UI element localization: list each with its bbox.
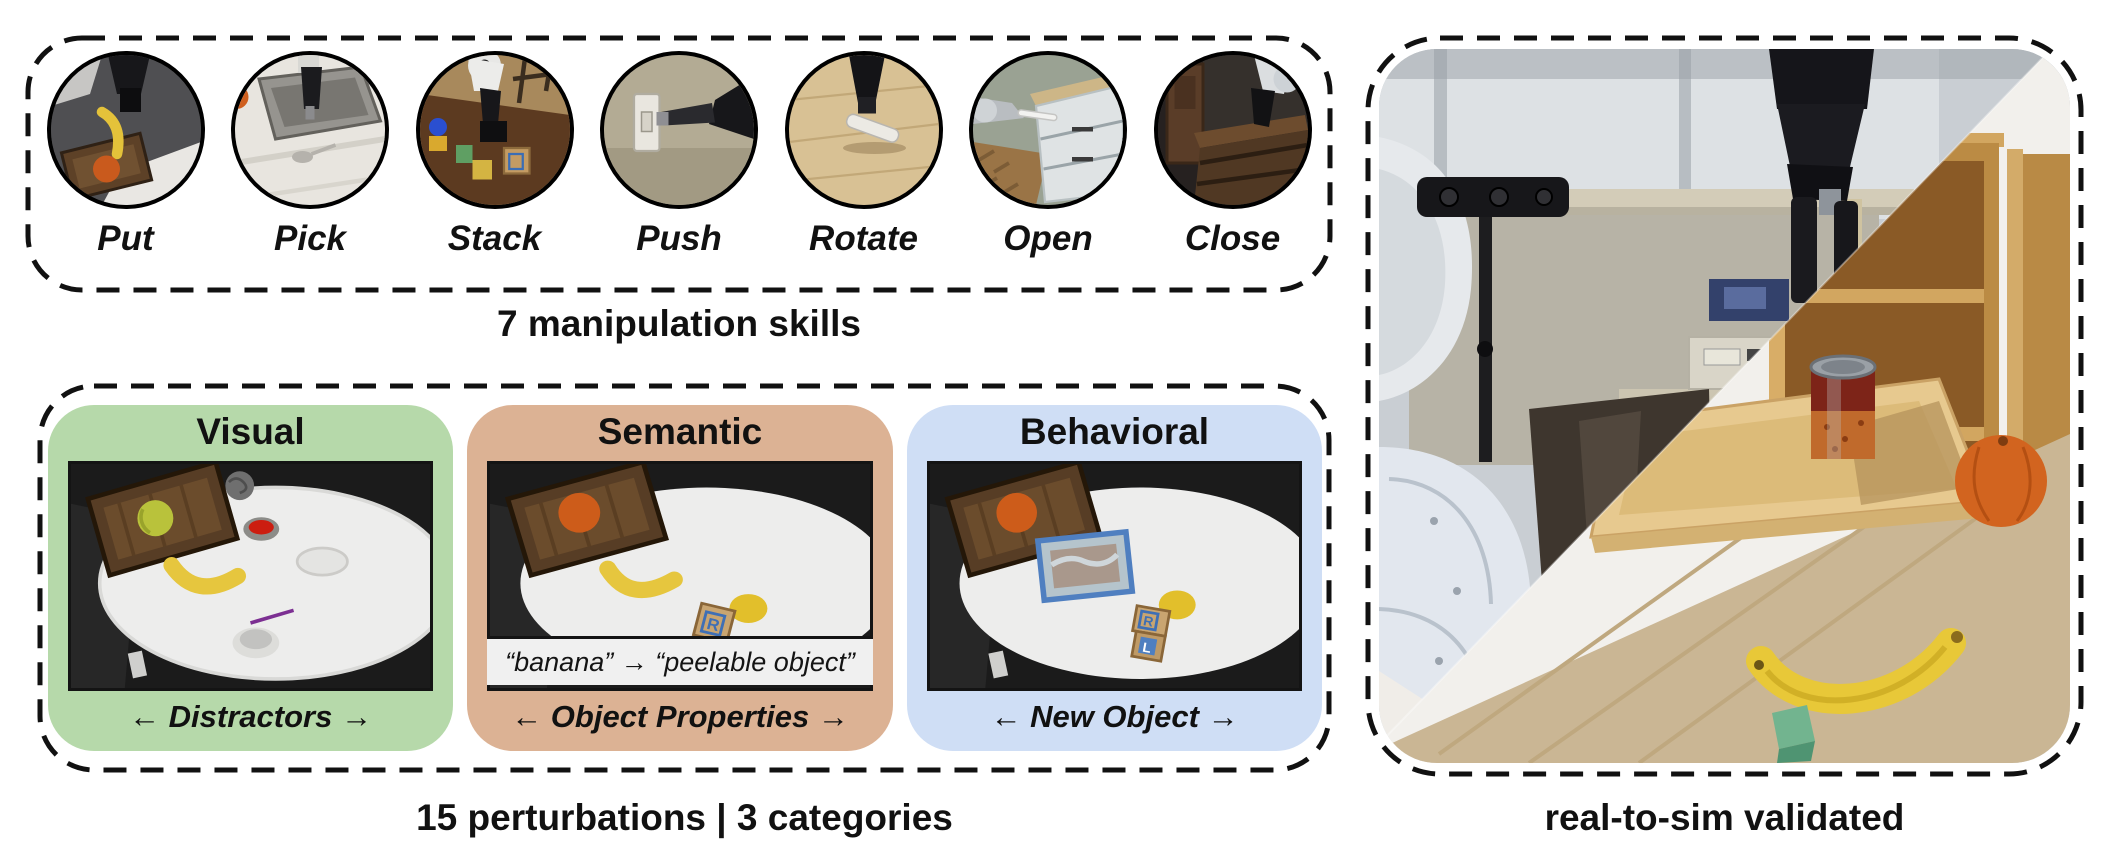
skill-pick: Pick [226, 51, 394, 259]
behavioral-scene-image: R L [927, 461, 1302, 691]
skill-label-put: Put [97, 219, 154, 258]
svg-text:R: R [705, 614, 722, 635]
real-to-sim-caption: real-to-sim validated [1544, 797, 1905, 838]
skill-label-rotate: Rotate [809, 219, 918, 258]
skill-close: Close [1149, 51, 1317, 259]
skill-open: Open [964, 51, 1132, 259]
skill-stack: Stack [411, 51, 579, 259]
skill-rotate: Rotate [780, 51, 948, 259]
panel-semantic: Semantic [467, 405, 893, 751]
pick-scene-image [231, 51, 389, 209]
visual-scene-image [68, 461, 433, 691]
skill-put: Put [42, 51, 210, 259]
put-scene-image [46, 51, 205, 209]
skill-label-close: Close [1184, 219, 1281, 258]
panel-visual-title: Visual [196, 411, 305, 452]
real-to-sim-image [1379, 49, 2070, 763]
push-scene-image [600, 51, 758, 209]
svg-text:L: L [1141, 640, 1152, 656]
panel-visual: Visual [48, 405, 453, 751]
panel-visual-caption: ← Distractors → [129, 699, 372, 734]
skill-label-pick: Pick [274, 219, 346, 258]
skill-label-push: Push [636, 219, 722, 258]
panel-behavioral: Behavioral [907, 405, 1322, 751]
semantic-scene-image: R [487, 461, 873, 691]
svg-text:R: R [1142, 613, 1155, 629]
skill-label-open: Open [1003, 219, 1093, 258]
skills-caption: 7 manipulation skills [497, 303, 861, 344]
panel-behavioral-title: Behavioral [1019, 411, 1210, 452]
perturbations-caption: 15 perturbations | 3 categories [416, 797, 953, 838]
skill-push: Push [595, 51, 763, 259]
stack-scene-image [415, 51, 574, 209]
semantic-overlay: “banana” → “peelable object” [487, 636, 873, 685]
panel-behavioral-caption: ← New Object → [990, 699, 1239, 734]
panel-semantic-title: Semantic [597, 411, 763, 452]
panel-semantic-caption: ← Object Properties → [511, 699, 849, 734]
close-scene-image [1153, 51, 1312, 209]
skill-label-stack: Stack [447, 219, 542, 258]
skills-row: Put Pick [25, 35, 1333, 293]
perturbations-box: Visual [37, 383, 1332, 773]
rotate-scene-image [784, 51, 943, 209]
open-scene-image [969, 51, 1127, 209]
